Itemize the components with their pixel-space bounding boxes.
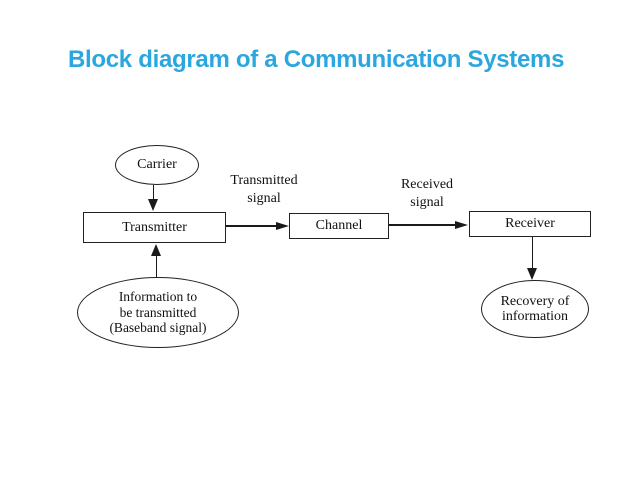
received-signal-line1: Received <box>400 177 454 192</box>
carrier-label: Carrier <box>137 157 177 173</box>
information-label-line1: Information to <box>118 289 198 305</box>
received-signal-label: Received signal <box>387 176 467 212</box>
arrow-line <box>155 256 157 277</box>
arrow-line <box>389 224 455 226</box>
recovery-node: Recovery of information <box>481 280 589 338</box>
arrowhead-right-icon <box>455 220 468 229</box>
transmitter-node: Transmitter <box>83 212 226 243</box>
arrowhead-right-icon <box>276 221 289 230</box>
recovery-label-line2: information <box>501 309 569 324</box>
arrow-line <box>226 225 276 227</box>
carrier-node: Carrier <box>115 145 199 185</box>
arrow-line <box>152 185 154 200</box>
recovery-label-line1: Recovery of <box>500 294 570 309</box>
arrow-line <box>531 237 533 269</box>
transmitted-signal-line2: signal <box>247 191 281 206</box>
transmitted-signal-label: Transmitted signal <box>216 172 312 208</box>
information-node: Information to be transmitted (Baseband … <box>77 277 239 348</box>
information-label-line3: (Baseband signal) <box>109 320 207 336</box>
recovery-label: Recovery of information <box>501 294 570 324</box>
information-label: Information to be transmitted (Baseband … <box>109 289 206 336</box>
arrowhead-down-icon <box>148 199 158 211</box>
channel-label: Channel <box>315 218 363 234</box>
receiver-node: Receiver <box>469 211 591 237</box>
page-title: Block diagram of a Communication Systems <box>68 46 565 73</box>
channel-node: Channel <box>289 213 389 239</box>
arrowhead-down-icon <box>527 268 537 280</box>
information-label-line2: be transmitted <box>119 304 197 320</box>
received-signal-line2: signal <box>410 195 444 210</box>
transmitted-signal-line1: Transmitted <box>230 173 298 188</box>
arrowhead-up-icon <box>151 244 161 256</box>
receiver-label: Receiver <box>505 216 555 232</box>
transmitter-label: Transmitter <box>122 219 187 235</box>
